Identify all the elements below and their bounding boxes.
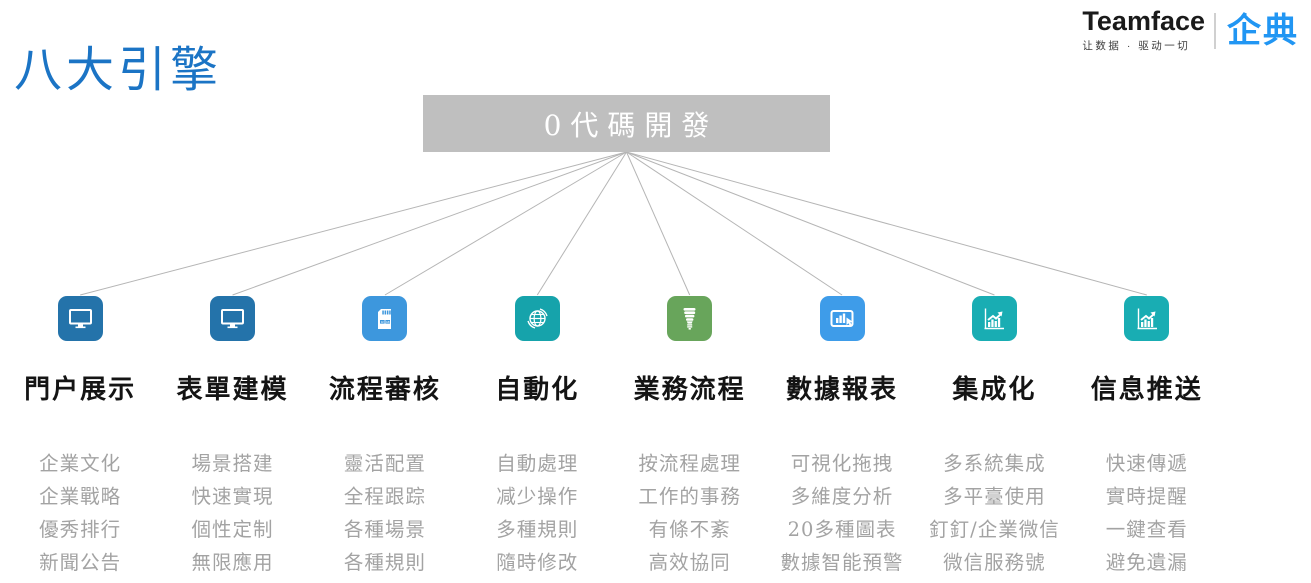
engine-feature-list: 自動處理减少操作多種規則隨時修改	[496, 447, 578, 579]
engine-feature-list: 快速傳遞實時提醒一鍵查看避免遺漏	[1106, 447, 1188, 579]
feature-item: 實時提醒	[1105, 485, 1188, 508]
feature-item: 快速實現	[191, 485, 274, 508]
engine-title: 自動化	[495, 375, 580, 405]
engine-column: 表單建模 場景搭建快速實現個性定制無限應用	[156, 296, 308, 579]
teamface-logo: Teamface 让数据 · 驱动一切 企典	[1082, 8, 1299, 53]
cfl-bulb-icon	[667, 296, 713, 341]
engine-column: 門户展示 企業文化企業戰略優秀排行新聞公告	[4, 296, 156, 579]
feature-item: 有條不紊	[648, 518, 731, 541]
engine-column: 信息推送 快速傳遞實時提醒一鍵查看避免遺漏	[1071, 296, 1223, 579]
feature-item: 微信服務號	[943, 551, 1046, 574]
feature-item: 20多種圖表	[787, 518, 897, 541]
logo-brand-text: Teamface	[1082, 6, 1205, 36]
globe-icon	[514, 296, 560, 341]
engine-column: 集成化 多系統集成多平臺使用釘釘/企業微信微信服務號	[918, 296, 1070, 579]
engine-column: 數據報表 可視化拖拽多維度分析 20多種圖表數據智能預警	[766, 296, 918, 579]
feature-item: 工作的事務	[638, 485, 741, 508]
logo-slogan-text: 让数据 · 驱动一切	[1082, 40, 1191, 52]
feature-item: 釘釘/企業微信	[929, 518, 1060, 541]
feature-item: 一鍵查看	[1105, 518, 1188, 541]
feature-item: 多平臺使用	[943, 485, 1046, 508]
page-title: 八大引擎	[14, 42, 223, 98]
engine-feature-list: 可視化拖拽多維度分析 20多種圖表數據智能預警	[781, 447, 904, 579]
engine-title: 流程審核	[328, 375, 441, 405]
feature-item: 按流程處理	[638, 452, 741, 475]
root-node: 0代碼開發	[423, 95, 830, 152]
engine-title: 集成化	[952, 375, 1037, 405]
feature-item: 企業戰略	[39, 485, 122, 508]
feature-item: 多維度分析	[790, 485, 894, 508]
engine-column: 自動化 自動處理减少操作多種規則隨時修改	[461, 296, 613, 579]
feature-item: 數據智能預警	[780, 551, 904, 574]
feature-item: 場景搭建	[191, 452, 274, 475]
feature-item: 多系統集成	[943, 452, 1046, 475]
engine-title: 業務流程	[633, 375, 746, 405]
engine-title: 門户展示	[24, 375, 137, 405]
root-node-label: 0代碼開發	[543, 108, 719, 142]
svg-text:GB: GB	[386, 320, 390, 324]
feature-item: 隨時修改	[496, 551, 579, 574]
feature-item: 多種規則	[496, 518, 579, 541]
svg-text:32: 32	[381, 320, 384, 324]
engine-columns: 門户展示 企業文化企業戰略優秀排行新聞公告 表單建模 場景搭建快速實現個性定制無…	[4, 296, 1223, 579]
feature-item: 快速傳遞	[1105, 452, 1188, 475]
feature-item: 優秀排行	[39, 518, 122, 541]
engine-title: 數據報表	[786, 375, 899, 405]
feature-item: 企業文化	[39, 452, 122, 475]
feature-item: 高效協同	[648, 551, 731, 574]
engine-column: 業務流程 按流程處理工作的事務有條不紊高效協同	[614, 296, 766, 579]
feature-item: 無限應用	[191, 551, 274, 574]
feature-item: 新聞公告	[39, 551, 122, 574]
tablet-chart-icon	[819, 296, 865, 341]
logo-brand-block: Teamface 让数据 · 驱动一切	[1082, 8, 1205, 53]
monitor-icon	[210, 296, 256, 341]
chart-growth-icon	[1124, 296, 1170, 341]
logo-product-text: 企典	[1227, 11, 1299, 50]
engine-feature-list: 企業文化企業戰略優秀排行新聞公告	[39, 447, 121, 579]
feature-item: 自動處理	[496, 452, 579, 475]
feature-item: 各種規則	[343, 551, 426, 574]
engine-feature-list: 按流程處理工作的事務有條不紊高效協同	[638, 447, 741, 579]
engine-feature-list: 多系統集成多平臺使用釘釘/企業微信微信服務號	[929, 447, 1060, 579]
feature-item: 全程跟踪	[343, 485, 426, 508]
feature-item: 避免遺漏	[1105, 551, 1188, 574]
chart-growth-icon	[971, 296, 1017, 341]
feature-item: 可視化拖拽	[790, 452, 894, 475]
engine-feature-list: 靈活配置全程跟踪各種場景各種規則	[344, 447, 426, 579]
logo-divider	[1214, 12, 1216, 49]
engine-title: 信息推送	[1090, 375, 1203, 405]
feature-item: 各種場景	[343, 518, 426, 541]
feature-item: 靈活配置	[343, 452, 426, 475]
monitor-icon	[57, 296, 103, 341]
engine-feature-list: 場景搭建快速實現個性定制無限應用	[192, 447, 274, 579]
engine-title: 表單建模	[176, 375, 289, 405]
feature-item: 减少操作	[496, 485, 579, 508]
feature-item: 個性定制	[191, 518, 274, 541]
